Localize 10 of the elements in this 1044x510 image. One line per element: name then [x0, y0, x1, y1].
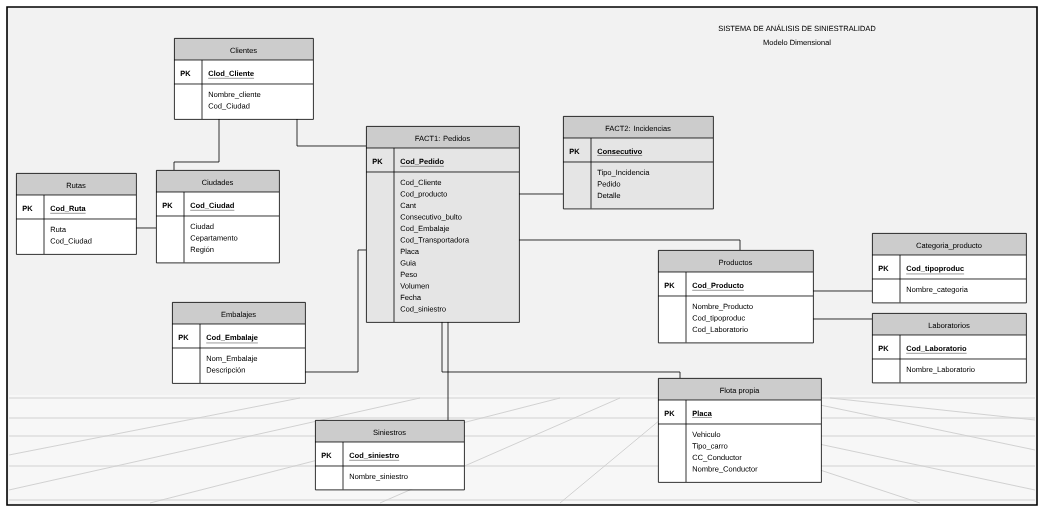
relationship-line — [173, 118, 220, 171]
relationship-line — [518, 239, 741, 251]
relationship-line — [441, 321, 681, 379]
relationship-line — [296, 118, 367, 147]
relationship-line — [812, 290, 873, 292]
relationship-line — [812, 318, 873, 320]
relationship-line — [304, 249, 367, 373]
relationship-line — [518, 193, 564, 195]
relationship-line — [447, 321, 449, 421]
relationship-line — [135, 227, 157, 229]
